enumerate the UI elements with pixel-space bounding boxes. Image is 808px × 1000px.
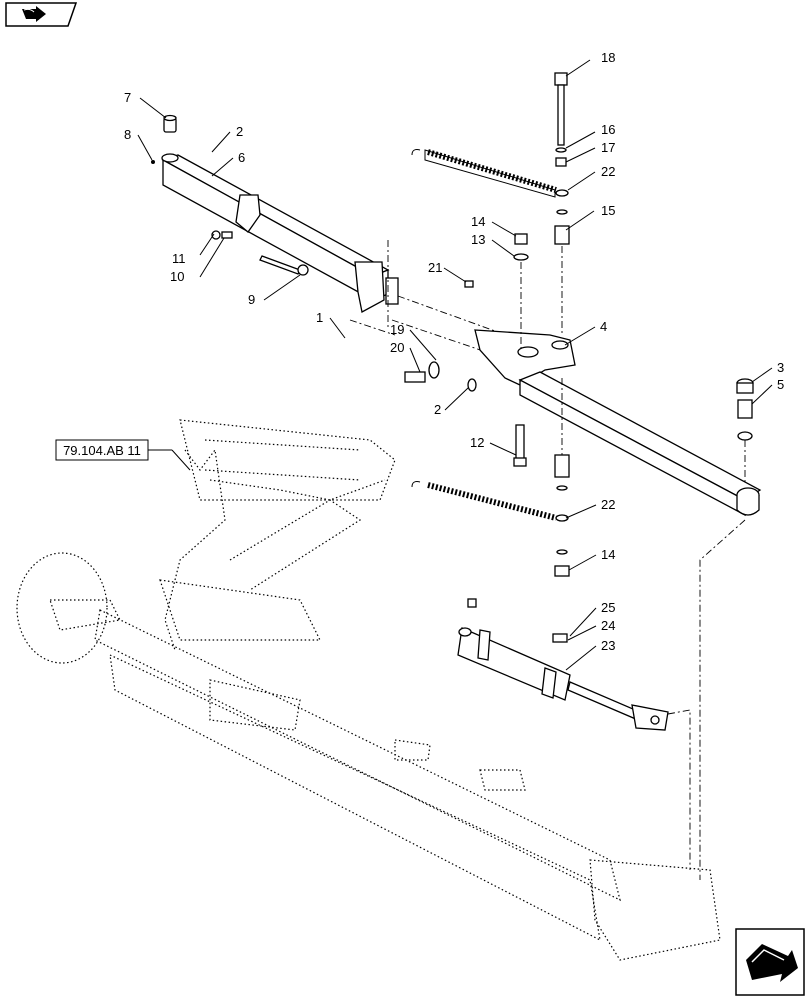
next-page-arrow-icon[interactable] (735, 928, 805, 996)
callout-12: 12 (470, 435, 484, 450)
reference-text: 79.104.AB 11 (63, 443, 141, 458)
callout-24: 24 (601, 618, 615, 633)
callout-17: 17 (601, 140, 615, 155)
upper-left-arm (161, 153, 399, 313)
callout-14: 14 (471, 214, 485, 229)
reference-box[interactable]: 79.104.AB 11 (55, 439, 191, 471)
bolt-10 (211, 230, 309, 276)
callout-5: 5 (777, 377, 784, 392)
callout-9: 9 (248, 292, 255, 307)
bushing-3-5 (699, 378, 754, 880)
bolt-12 (513, 424, 570, 577)
bolt-20 (404, 361, 477, 392)
main-frame (16, 419, 721, 961)
callout-25: 25 (601, 600, 615, 615)
nut-14-top (464, 233, 529, 350)
callout-22: 22 (601, 164, 615, 179)
callout-2b: 2 (434, 402, 441, 417)
callout-18: 18 (601, 50, 615, 65)
right-arm (474, 329, 762, 517)
callout-1: 1 (316, 310, 323, 325)
callout-6: 6 (238, 150, 245, 165)
upper-spring (411, 149, 557, 198)
callout-23: 23 (601, 638, 615, 653)
lower-spring (411, 481, 557, 521)
callout-3: 3 (777, 360, 784, 375)
callout-16: 16 (601, 122, 615, 137)
callout-7: 7 (124, 90, 131, 105)
callout-14b: 14 (601, 547, 615, 562)
callout-13: 13 (471, 232, 485, 247)
callout-11: 11 (172, 251, 186, 266)
book-arrow-icon[interactable] (5, 2, 78, 27)
leader-lines (137, 59, 773, 671)
hydraulic-cylinder (457, 598, 691, 870)
callout-2: 2 (236, 124, 243, 139)
callout-labels: 18 16 17 22 15 14 13 21 4 7 8 2 6 11 10 … (124, 50, 784, 653)
callout-15: 15 (601, 203, 615, 218)
callout-21: 21 (428, 260, 442, 275)
bushing-7 (151, 114, 177, 164)
callout-20: 20 (390, 340, 404, 355)
callout-4: 4 (600, 319, 607, 334)
bolt-18 (554, 72, 570, 460)
callout-22b: 22 (601, 497, 615, 512)
callout-8: 8 (124, 127, 131, 142)
callout-19: 19 (390, 322, 404, 337)
callout-10: 10 (170, 269, 184, 284)
